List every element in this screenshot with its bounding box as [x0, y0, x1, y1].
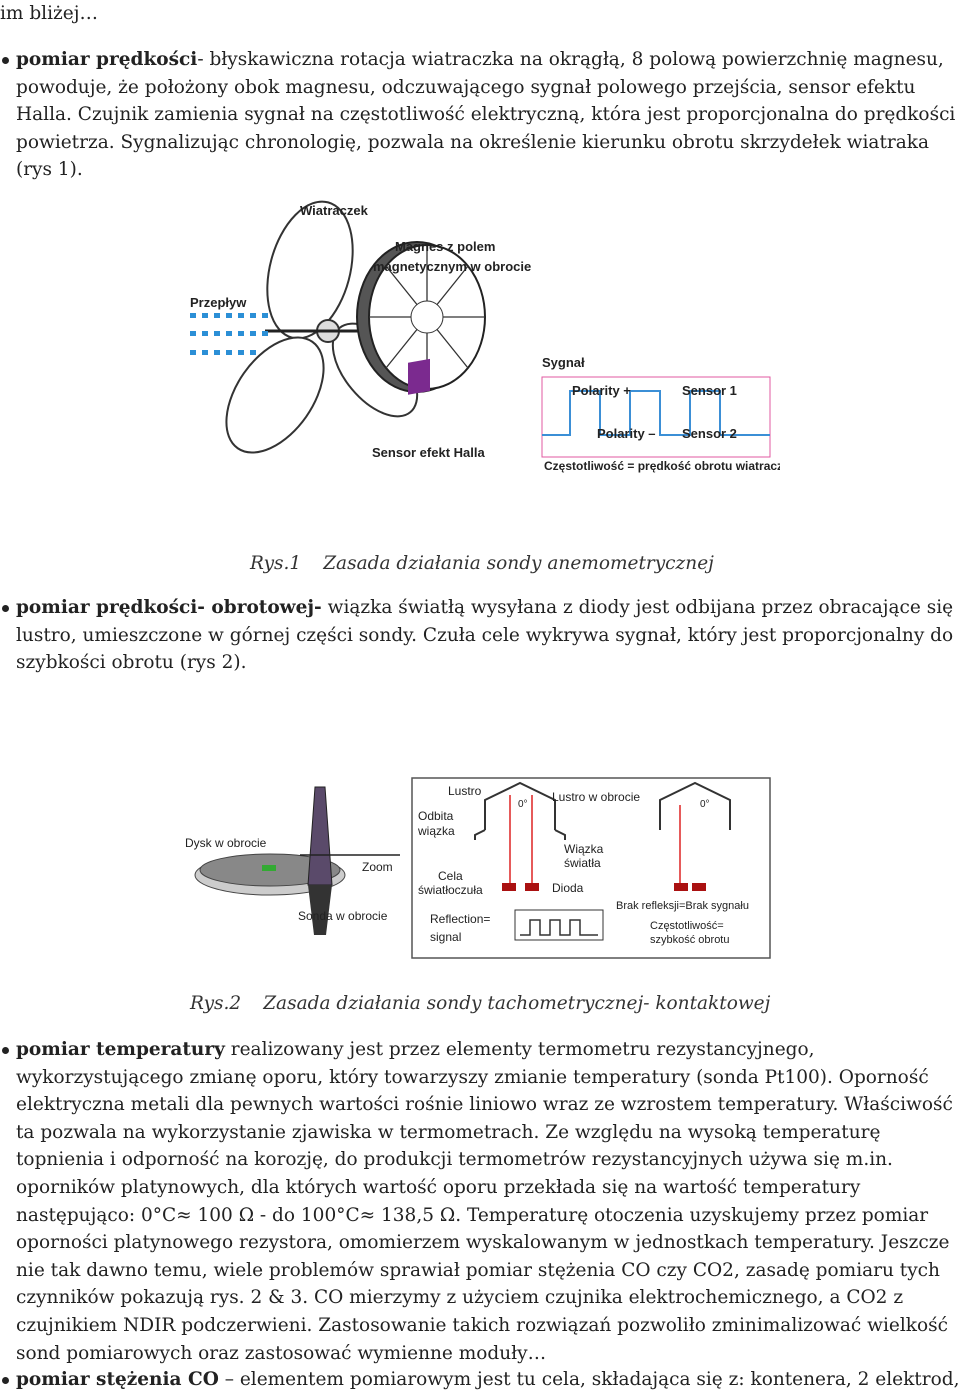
figure-2-caption: Rys.2 Zasada działania sondy tachometrycz…: [190, 990, 770, 1018]
label-reflection-2: signal: [430, 930, 461, 944]
label-zoom: Zoom: [362, 860, 393, 874]
probe-illustration: [300, 786, 400, 935]
zoom-box: [411, 777, 771, 959]
label-diode: Dioda: [552, 881, 584, 895]
label-reflection-1: Reflection=: [430, 912, 490, 926]
label-hall: Sensor efekt Halla: [372, 445, 485, 460]
bullet-temperature-title: pomiar temperatury: [16, 1039, 225, 1060]
figure-1-title: Zasada działania sondy anemometrycznej: [323, 553, 714, 574]
label-mirror: Lustro: [448, 784, 482, 798]
bullet-co: pomiar stężenia CO – elementem pomiarowy…: [2, 1366, 960, 1394]
label-cell-1: Cela: [438, 869, 463, 883]
bullet-co-text: – elementem pomiarowym jest tu cela, skł…: [218, 1369, 960, 1390]
label-cell-2: światłoczuła: [418, 883, 483, 897]
bullet-dot: [2, 57, 9, 64]
label-probe: Sonda w obrocie: [298, 909, 388, 923]
label-frequency: Częstotliwość = prędkość obrotu wiatracz…: [544, 459, 780, 473]
bullet-rotation-text: wiązka światłą wysyłana z diody jest odb…: [16, 597, 954, 674]
figure-1-number: Rys.1: [250, 553, 302, 574]
label-magnet-2: magnetycznym w obrocie: [373, 259, 531, 274]
label-frequency-2: szybkość obrotu: [650, 934, 729, 946]
bullet-rotation-title: pomiar prędkości- obrotowej-: [16, 597, 322, 618]
label-sensor-1: Sensor 1: [682, 383, 737, 398]
bullet-dot: [2, 1377, 9, 1384]
bullet-temperature-text: realizowany jest przez elementy termomet…: [16, 1039, 953, 1364]
figure-2-title: Zasada działania sondy tachometrycznej- …: [263, 993, 771, 1014]
magnet-disc: [356, 241, 486, 393]
label-polarity-plus: Polarity +: [572, 383, 631, 398]
label-sensor-2: Sensor 2: [682, 426, 737, 441]
label-reflected-1: Odbita: [418, 809, 454, 823]
bullet-dot: [2, 605, 9, 612]
bullet-temperature: pomiar temperatury realizowany jest prze…: [2, 1036, 960, 1367]
bullet-co-title: pomiar stężenia CO: [16, 1369, 219, 1390]
figure-anemometer: Wiatraczek Magnes z polem magnetycznym w…: [190, 200, 780, 473]
label-mirror-rotating: Lustro w obrocie: [552, 790, 640, 804]
label-no-reflection: Brak refleksji=Brak sygnału: [616, 900, 749, 912]
label-light-2: światła: [564, 856, 601, 870]
label-signal: Sygnał: [542, 355, 585, 370]
bullet-dot: [2, 1047, 9, 1054]
hall-sensor: [408, 358, 430, 395]
label-frequency-1: Częstotliwość=: [650, 920, 724, 932]
label-degree-1: 0°: [700, 799, 710, 810]
figure-tachometer: Dysk w obrocie Zoom Sonda w obrocie Lust…: [185, 777, 771, 959]
label-light-1: Wiązka: [564, 842, 604, 856]
label-polarity-minus: Polarity –: [597, 426, 656, 441]
label-fan: Wiatraczek: [300, 203, 369, 218]
figure-1-caption: Rys.1 Zasada działania sondy anemometrycz…: [250, 550, 714, 578]
flow-arrows: [190, 313, 268, 355]
fan-illustration: [225, 200, 419, 454]
label-disc: Dysk w obrocie: [185, 836, 267, 850]
bullet-speed: pomiar prędkości- błyskawiczna rotacja w…: [2, 46, 960, 184]
figure-2-number: Rys.2: [190, 993, 242, 1014]
intro-text: im bliżej…: [0, 3, 98, 24]
bullet-rotation: pomiar prędkości- obrotowej- wiązka świa…: [2, 594, 960, 677]
label-magnet-1: Magnes z polem: [395, 239, 495, 254]
label-degree-2: 0°: [518, 799, 528, 810]
label-flow: Przepływ: [190, 295, 247, 310]
label-reflected-2: wiązka: [417, 824, 455, 838]
bullet-speed-text: - błyskawiczna rotacja wiatraczka na okr…: [16, 49, 956, 181]
bullet-speed-title: pomiar prędkości: [16, 49, 198, 70]
signal-diagram: [541, 376, 771, 458]
